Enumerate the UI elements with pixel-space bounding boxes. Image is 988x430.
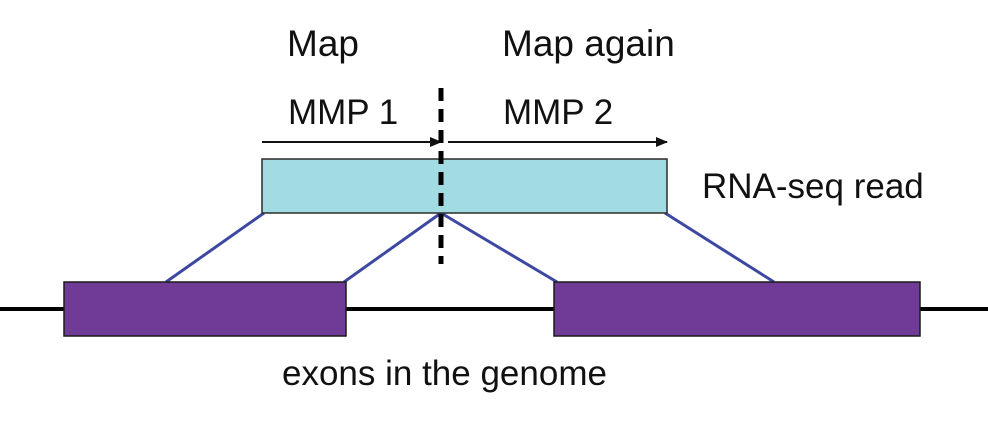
rna-seq-read-label: RNA-seq read	[702, 167, 924, 206]
exon-left	[63, 281, 347, 337]
exon-right	[553, 281, 921, 337]
mmp1-label: MMP 1	[288, 93, 398, 132]
rna-seq-read-box	[261, 158, 668, 214]
alignment-connectors	[165, 211, 775, 284]
map-label: Map	[287, 23, 359, 64]
mmp2-label: MMP 2	[503, 93, 613, 132]
exons-label: exons in the genome	[282, 354, 607, 393]
map-again-label: Map again	[502, 23, 675, 64]
